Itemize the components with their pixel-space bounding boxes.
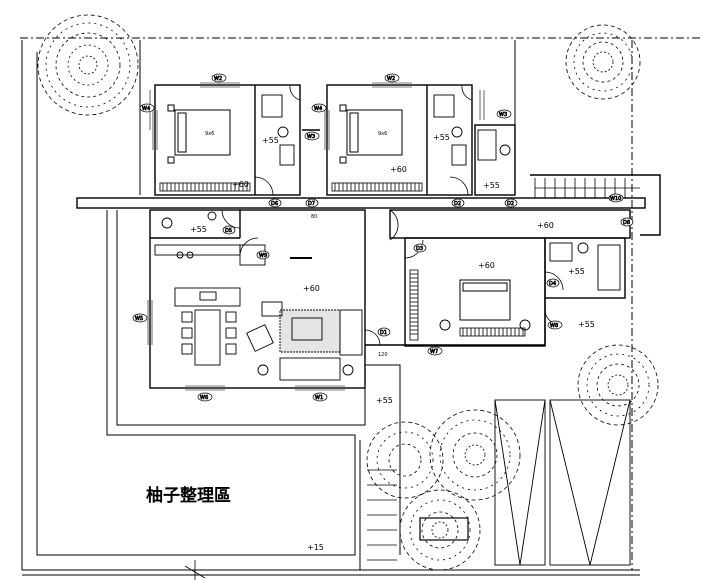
dimension-120: 120 — [378, 352, 388, 358]
svg-text:W4: W4 — [314, 106, 322, 112]
svg-text:W7: W7 — [430, 349, 438, 355]
tag-w2b: W2 — [384, 73, 400, 83]
elevation-labels: +60 +55 +60 +55 +55 +60 +55 +60 +60 +55 … — [190, 133, 595, 552]
tag-w4b: W4 — [311, 103, 327, 113]
tree-mid-right — [577, 344, 659, 426]
elevation-side: +55 — [578, 320, 595, 329]
svg-text:W5: W5 — [135, 316, 143, 322]
svg-text:D2: D2 — [507, 201, 514, 207]
door-swings — [221, 84, 564, 346]
svg-text:W10: W10 — [610, 196, 621, 202]
elevation-master-bath: +55 — [568, 267, 585, 276]
svg-text:D5: D5 — [225, 228, 232, 234]
tag-w7: W7 — [427, 346, 443, 356]
tag-d4: D4 — [546, 278, 560, 288]
tag-w10: W10 — [608, 193, 624, 203]
bed-labels: 9x6 9x6 — [205, 131, 387, 137]
svg-text:W3: W3 — [307, 134, 315, 140]
trees — [37, 14, 659, 571]
svg-text:W6: W6 — [200, 395, 208, 401]
parking-marks — [494, 399, 631, 566]
svg-text:D8: D8 — [623, 220, 630, 226]
tag-w4a: W4 — [139, 103, 155, 113]
elevation-bath-left: +55 — [262, 136, 279, 145]
windows — [147, 82, 485, 391]
tag-w9: W9 — [256, 250, 270, 260]
tag-d3: D3 — [413, 243, 427, 253]
elevation-wc: +55 — [190, 225, 207, 234]
tag-d6: D6 — [268, 198, 282, 208]
elevation-front: +55 — [376, 396, 393, 405]
tag-d2b: D2 — [504, 198, 518, 208]
svg-text:W2: W2 — [214, 76, 222, 82]
living-furniture — [154, 244, 531, 381]
svg-text:W8: W8 — [550, 323, 558, 329]
elevation-bath-right: +55 — [433, 133, 450, 142]
bed-label-left: 9x6 — [205, 131, 214, 137]
elevation-small-right: +55 — [483, 181, 500, 190]
svg-text:W1: W1 — [315, 395, 323, 401]
svg-text:W3: W3 — [499, 112, 507, 118]
elevation-bed-right: +60 — [390, 165, 407, 174]
tree-cluster-bottom — [366, 409, 521, 571]
svg-text:D2: D2 — [454, 201, 461, 207]
svg-text:D4: D4 — [549, 281, 556, 287]
stairs — [367, 178, 640, 561]
svg-text:D7: D7 — [308, 201, 315, 207]
walls — [76, 84, 661, 389]
svg-text:D1: D1 — [380, 330, 387, 336]
svg-text:W9: W9 — [259, 253, 267, 259]
tag-d1: D1 — [377, 327, 391, 337]
tag-d2a: D2 — [451, 198, 465, 208]
zone-label: 柚子整理區 — [146, 485, 231, 506]
tag-d5: D5 — [222, 225, 236, 235]
tag-w2a: W2 — [211, 73, 227, 83]
dimension-labels: 80 120 — [311, 214, 388, 358]
tree-top-right — [565, 24, 641, 100]
tag-w6: W6 — [197, 392, 213, 402]
svg-text:D6: D6 — [271, 201, 278, 207]
wardrobes — [159, 182, 526, 341]
tag-d7: D7 — [305, 198, 319, 208]
tag-d8: D8 — [620, 217, 634, 227]
reference-mark — [184, 560, 206, 580]
bath-fixtures — [161, 94, 621, 291]
bed-label-right: 9x6 — [378, 131, 387, 137]
tag-w3a: W3 — [304, 131, 320, 141]
tag-w8: W8 — [547, 320, 563, 330]
opening-tags: W2 W2 W3 W3 W4 W4 W5 W6 W1 W7 W8 D1 D2 D… — [132, 73, 634, 402]
beds — [167, 104, 511, 321]
elevation-master: +60 — [478, 261, 495, 270]
dimension-80: 80 — [311, 214, 317, 220]
elevation-living: +60 — [303, 284, 320, 293]
elevation-yard: +15 — [307, 543, 324, 552]
svg-text:W4: W4 — [142, 106, 150, 112]
tag-w1: W1 — [312, 392, 328, 402]
tree-top-left — [37, 14, 139, 116]
tag-w5: W5 — [132, 313, 148, 323]
elevation-corridor: +60 — [537, 221, 554, 230]
site-boundary — [20, 37, 701, 576]
elevation-bed-left: +60 — [232, 180, 249, 189]
svg-text:W2: W2 — [387, 76, 395, 82]
tag-w3b: W3 — [496, 109, 512, 119]
svg-text:D3: D3 — [416, 246, 423, 252]
